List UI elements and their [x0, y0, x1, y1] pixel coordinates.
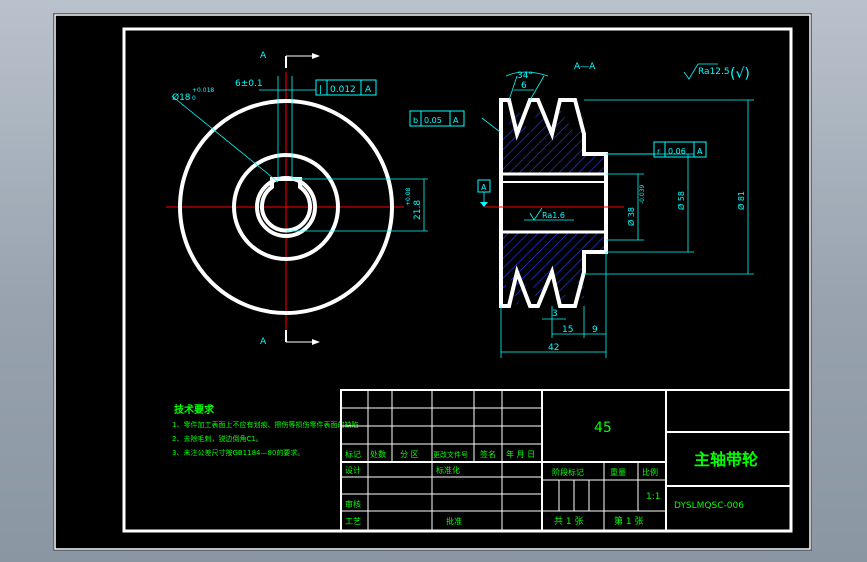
notes-title: 技术要求	[174, 403, 215, 416]
tb-sheet-no: 第 1 张	[614, 515, 643, 527]
dim-groove-top: 6	[521, 81, 527, 91]
tol-sym-value: 0.012	[330, 85, 356, 95]
technical-notes: 技术要求 1、零件加工表面上不应有划痕、擦伤等损伤零件表面的缺陷 2、去除毛刺，…	[172, 403, 358, 457]
tol-left-value: 0.05	[424, 116, 442, 125]
tb-standard: 标准化	[436, 465, 460, 475]
front-view: A A 6±0.1 Ø18 +0.018 0 21.8 +0.08 | 0.01…	[166, 51, 428, 347]
dim-angle-ext-right	[529, 75, 545, 101]
tb-h-mark: 标记	[345, 449, 361, 459]
dim-bore-tol-low: 0	[192, 95, 196, 102]
tb-h-zone: 分 区	[400, 450, 419, 459]
datum-triangle	[480, 202, 488, 207]
section-title: A—A	[574, 62, 596, 72]
tb-process: 工艺	[345, 517, 361, 526]
dim-width-9: 9	[592, 325, 598, 335]
tb-scale: 比例	[642, 467, 658, 477]
dim-angle-arc	[505, 71, 549, 77]
tol-runout-datum: A	[697, 147, 703, 156]
tb-drawing-no: DYSLMQSC-006	[674, 501, 744, 511]
section-view: A—A Ra1.6 A b 0.05 A r 0.06 A	[409, 62, 754, 358]
dim-width-3: 3	[552, 309, 558, 319]
dim-dia-38: Ø 38	[626, 207, 636, 226]
dim-key-width: 6±0.1	[235, 79, 263, 89]
tol-frame-sym	[315, 79, 377, 96]
tb-scale-value: 1:1	[646, 492, 660, 502]
hub-circle	[232, 153, 340, 261]
view-label-a-top: A	[260, 51, 267, 61]
sheet-outer-border	[54, 14, 811, 550]
tb-approve: 批准	[446, 516, 462, 526]
dim-dia-81: Ø 81	[736, 191, 746, 210]
tb-review: 审核	[345, 499, 361, 509]
title-block-frame	[340, 389, 792, 532]
tb-h-sign: 签名	[480, 449, 496, 459]
tb-material: 45	[594, 420, 612, 436]
tb-h-date: 年 月 日	[506, 449, 535, 459]
tb-h-change: 更改文件号	[433, 450, 468, 459]
tb-design: 设计	[345, 465, 361, 475]
dim-bore-dia: Ø18	[172, 92, 191, 103]
dim-angle: 34°	[517, 71, 533, 81]
tb-weight: 重量	[610, 467, 626, 477]
tol-frame-runout	[653, 141, 707, 158]
view-label-a-bottom: A	[260, 337, 267, 347]
dim-angle-ext-left	[508, 75, 518, 101]
dim-dia-58: Ø 58	[676, 191, 686, 210]
tb-h-count: 处数	[370, 449, 386, 459]
tol-runout-value: 0.06	[668, 147, 686, 156]
dim-key-depth: 21.8	[413, 200, 423, 220]
roughness-general-symbol	[683, 63, 718, 80]
tol-frame-left	[409, 110, 465, 127]
leader-keyway	[171, 95, 279, 183]
tol-left-datum: A	[453, 116, 459, 125]
dim-width-15: 15	[562, 325, 573, 335]
tol-runout-symbol: r	[657, 147, 661, 156]
dim-width-42: 42	[548, 343, 559, 353]
notes-item-3: 3、未注公差尺寸按GB1184—80的要求。	[172, 448, 304, 457]
title-block	[340, 389, 792, 532]
notes-item-2: 2、去除毛刺，锐边倒角C1。	[172, 434, 263, 443]
tb-stage: 阶段标记	[552, 467, 584, 477]
tol-sym-symbol: |	[319, 85, 322, 95]
section-arrowhead-top	[312, 53, 320, 59]
tb-sheets-total: 共 1 张	[554, 516, 583, 527]
section-arrowhead-bottom	[312, 339, 320, 345]
roughness-general: Ra12.5	[698, 67, 730, 77]
title-block-text: 45 主轴带轮 DYSLMQSC-006 标记 处数 分 区 更改文件号 签名 …	[345, 420, 758, 527]
roughness-bore: Ra1.6	[542, 211, 565, 220]
dim-bore-tol-up: +0.018	[192, 87, 214, 94]
tol-sym-datum: A	[365, 85, 372, 95]
notes-item-1: 1、零件加工表面上不应有划痕、擦伤等损伤零件表面的缺陷	[172, 420, 358, 429]
datum-label: A	[481, 183, 487, 192]
tol-left-symbol: b	[413, 116, 418, 125]
roughness-bore-symbol	[529, 207, 543, 221]
dim-dia-38-tol: -0.039	[639, 184, 646, 204]
drawing-canvas: A A 6±0.1 Ø18 +0.018 0 21.8 +0.08 | 0.01…	[54, 14, 811, 550]
pulley-outer-circle	[178, 99, 394, 315]
hatch-upper	[501, 109, 604, 174]
dim-key-depth-tol: +0.08	[405, 187, 412, 206]
tb-part-name: 主轴带轮	[694, 450, 758, 469]
roughness-general-check: (√)	[730, 66, 750, 82]
tol-left-leader	[481, 117, 501, 133]
cad-viewport: A A 6±0.1 Ø18 +0.018 0 21.8 +0.08 | 0.01…	[53, 13, 812, 551]
keyway-bore-outline	[260, 177, 312, 233]
general-roughness: Ra12.5 (√)	[683, 63, 750, 82]
pulley-section-outline	[499, 98, 608, 308]
